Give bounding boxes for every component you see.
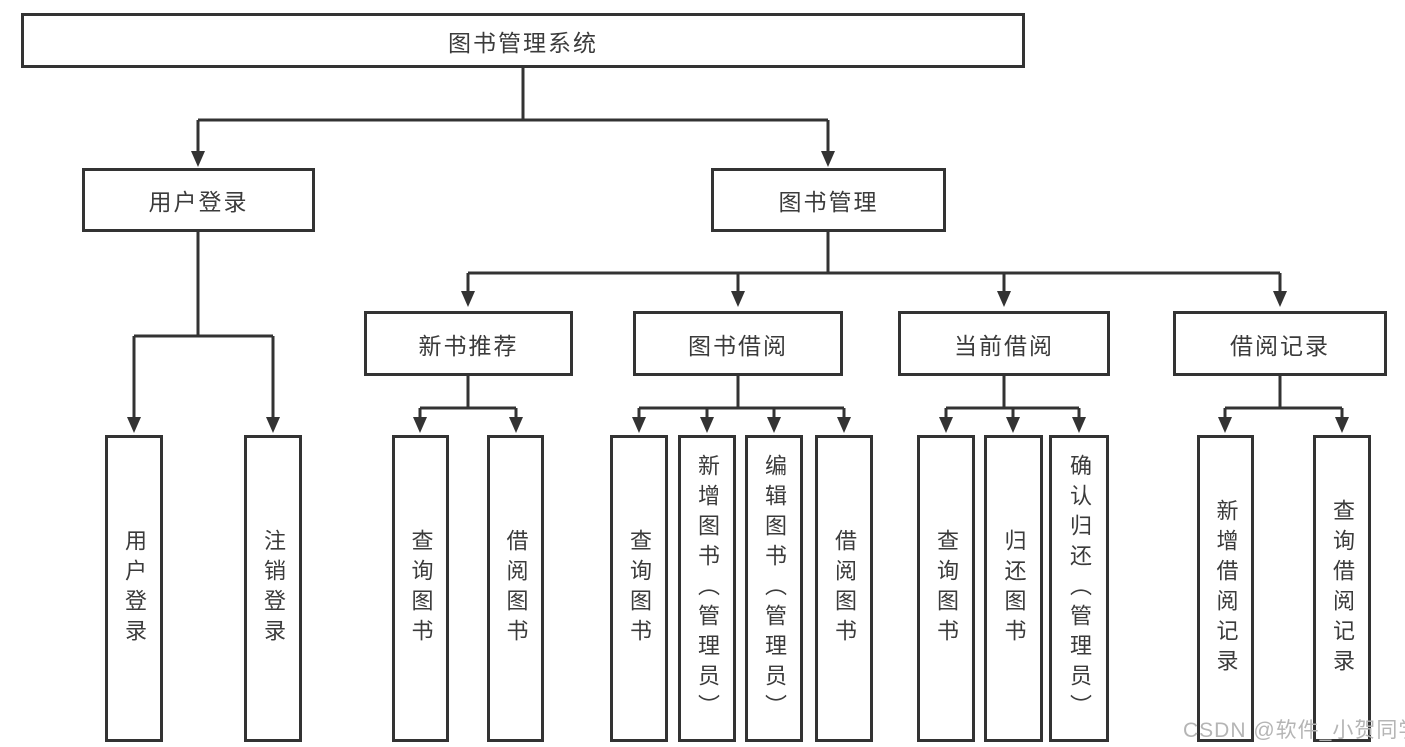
- node-book-borrowing: 图书借阅: [633, 311, 843, 376]
- arrow-down-icon: [632, 417, 646, 433]
- leaf-user-login: 用户登录: [105, 435, 163, 742]
- leaf-bb-edit-books-admin: 编辑图书（管理员）: [745, 435, 803, 742]
- leaf-label: 用户登录: [122, 528, 147, 649]
- arrow-down-icon: [191, 151, 205, 167]
- leaf-label: 查询图书: [627, 528, 652, 649]
- node-new-book-recommendation: 新书推荐: [364, 311, 573, 376]
- arrow-down-icon: [1006, 417, 1020, 433]
- node-label: 新书推荐: [418, 332, 519, 359]
- node-label: 图书管理系统: [448, 29, 598, 56]
- arrow-down-icon: [509, 417, 523, 433]
- leaf-cb-return-books: 归还图书: [984, 435, 1043, 742]
- node-borrowing-records: 借阅记录: [1173, 311, 1387, 376]
- arrow-down-icon: [266, 417, 280, 433]
- arrow-down-icon: [1072, 417, 1086, 433]
- arrow-down-icon: [997, 291, 1011, 307]
- leaf-label: 归还图书: [1001, 528, 1027, 649]
- leaf-logout: 注销登录: [244, 435, 302, 742]
- watermark: CSDN @软件_小贺同学: [1183, 719, 1405, 742]
- arrow-down-icon: [700, 417, 714, 433]
- node-label: 图书借阅: [688, 332, 788, 359]
- node-library-management-system: 图书管理系统: [21, 13, 1025, 68]
- arrow-down-icon: [939, 417, 953, 433]
- leaf-nb-borrow-books: 借阅图书: [487, 435, 544, 742]
- leaf-cb-query-books: 查询图书: [917, 435, 975, 742]
- arrow-down-icon: [1273, 291, 1287, 307]
- arrow-down-icon: [1218, 417, 1232, 433]
- arrow-down-icon: [461, 291, 475, 307]
- leaf-label: 借阅图书: [832, 528, 857, 649]
- leaf-br-query-borrow-record: 查询借阅记录: [1313, 435, 1371, 742]
- leaf-label: 确认归还（管理员）: [1067, 453, 1092, 724]
- leaf-label: 查询借阅记录: [1330, 498, 1355, 679]
- arrow-down-icon: [767, 417, 781, 433]
- node-label: 当前借阅: [954, 332, 1054, 359]
- arrow-down-icon: [821, 151, 835, 167]
- leaf-label: 查询图书: [934, 528, 959, 649]
- arrow-down-icon: [127, 417, 141, 433]
- arrow-down-icon: [731, 291, 745, 307]
- node-label: 借阅记录: [1230, 332, 1330, 359]
- node-label: 图书管理: [778, 189, 879, 215]
- arrow-down-icon: [413, 417, 427, 433]
- leaf-nb-query-books: 查询图书: [392, 435, 449, 742]
- node-book-management: 图书管理: [711, 168, 946, 232]
- arrow-down-icon: [1335, 417, 1349, 433]
- arrow-down-icon: [837, 417, 851, 433]
- node-current-borrowing: 当前借阅: [898, 311, 1110, 376]
- leaf-label: 查询图书: [408, 528, 434, 649]
- leaf-label: 借阅图书: [503, 528, 529, 649]
- leaf-bb-borrow-books: 借阅图书: [815, 435, 873, 742]
- leaf-label: 新增借阅记录: [1213, 498, 1239, 679]
- leaf-bb-query-books: 查询图书: [610, 435, 668, 742]
- leaf-label: 新增图书（管理员）: [695, 453, 720, 724]
- leaf-label: 编辑图书（管理员）: [762, 453, 787, 724]
- node-label: 用户登录: [148, 189, 249, 215]
- node-user-login: 用户登录: [82, 168, 315, 232]
- leaf-br-add-borrow-record: 新增借阅记录: [1197, 435, 1254, 742]
- leaf-bb-add-books-admin: 新增图书（管理员）: [678, 435, 736, 742]
- leaf-cb-confirm-return-admin: 确认归还（管理员）: [1049, 435, 1109, 742]
- leaf-label: 注销登录: [261, 528, 286, 649]
